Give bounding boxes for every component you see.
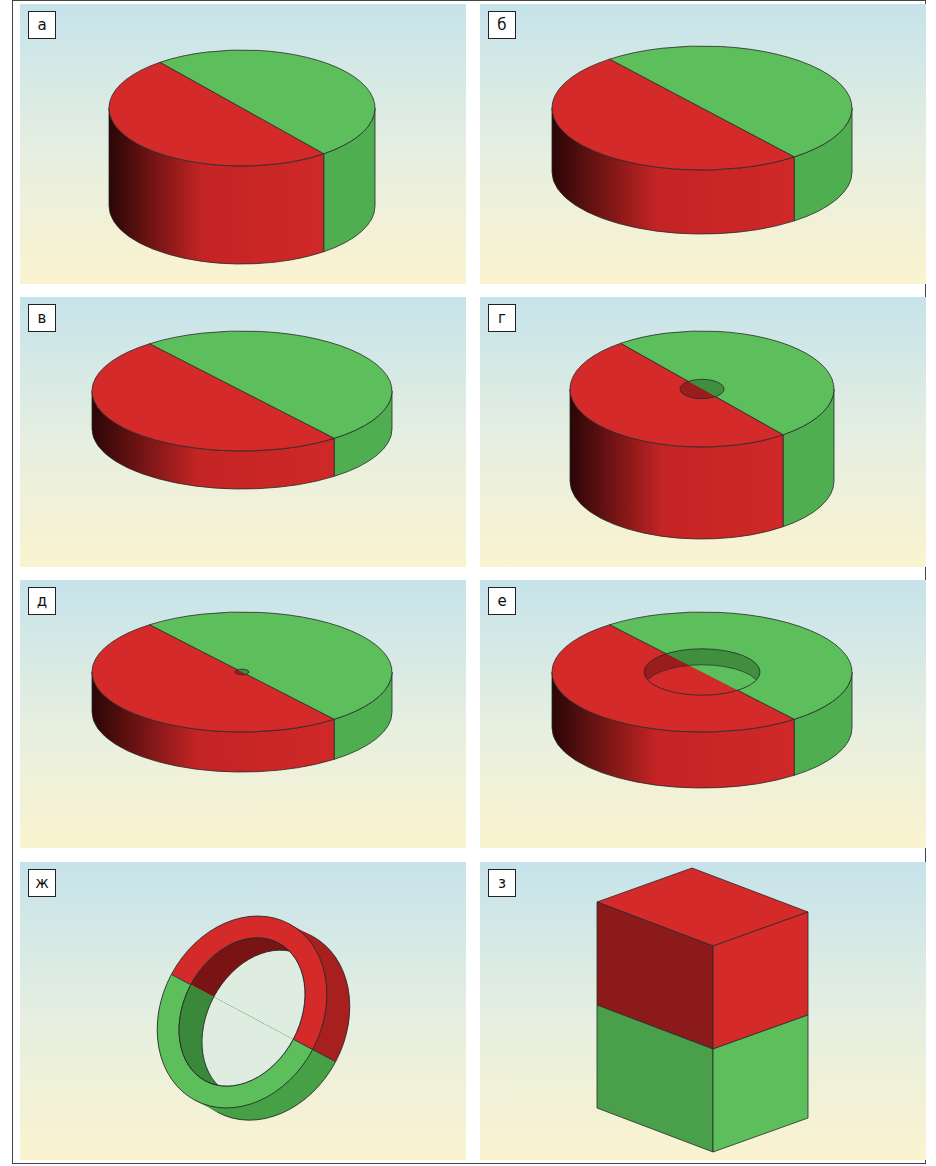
- panel-label-box: е: [488, 587, 516, 615]
- cylinder-magnet: [480, 297, 926, 567]
- panel-label-box: д: [28, 587, 56, 615]
- panel-letter: з: [498, 876, 506, 891]
- cylinder-magnet: [480, 580, 926, 848]
- panel-label-box: а: [28, 11, 56, 39]
- figure-panel: [480, 862, 926, 1160]
- figure-panel: [20, 297, 466, 567]
- panel-letter: ж: [35, 876, 49, 891]
- block-magnet: [480, 862, 926, 1160]
- panel-letter: д: [37, 594, 47, 609]
- cylinder-magnet: [480, 4, 926, 284]
- panel-letter: е: [497, 594, 506, 609]
- panel-letter: в: [38, 311, 47, 326]
- figure-panel: [20, 580, 466, 848]
- figure-panel: [20, 862, 466, 1160]
- ring-magnet: [20, 862, 466, 1160]
- panel-label-box: г: [488, 304, 516, 332]
- figure-panel: [20, 4, 466, 284]
- panel-label-box: б: [488, 11, 516, 39]
- panel-letter: г: [498, 311, 506, 326]
- figure-panel: [480, 4, 926, 284]
- panel-letter: б: [497, 18, 506, 33]
- figure-panel: [480, 580, 926, 848]
- panel-label-box: з: [488, 869, 516, 897]
- cylinder-magnet: [20, 4, 466, 284]
- cylinder-magnet: [20, 580, 466, 848]
- panel-letter: а: [37, 18, 46, 33]
- figure-panel: [480, 297, 926, 567]
- panel-label-box: в: [28, 304, 56, 332]
- cylinder-magnet: [20, 297, 466, 567]
- panel-label-box: ж: [28, 869, 56, 897]
